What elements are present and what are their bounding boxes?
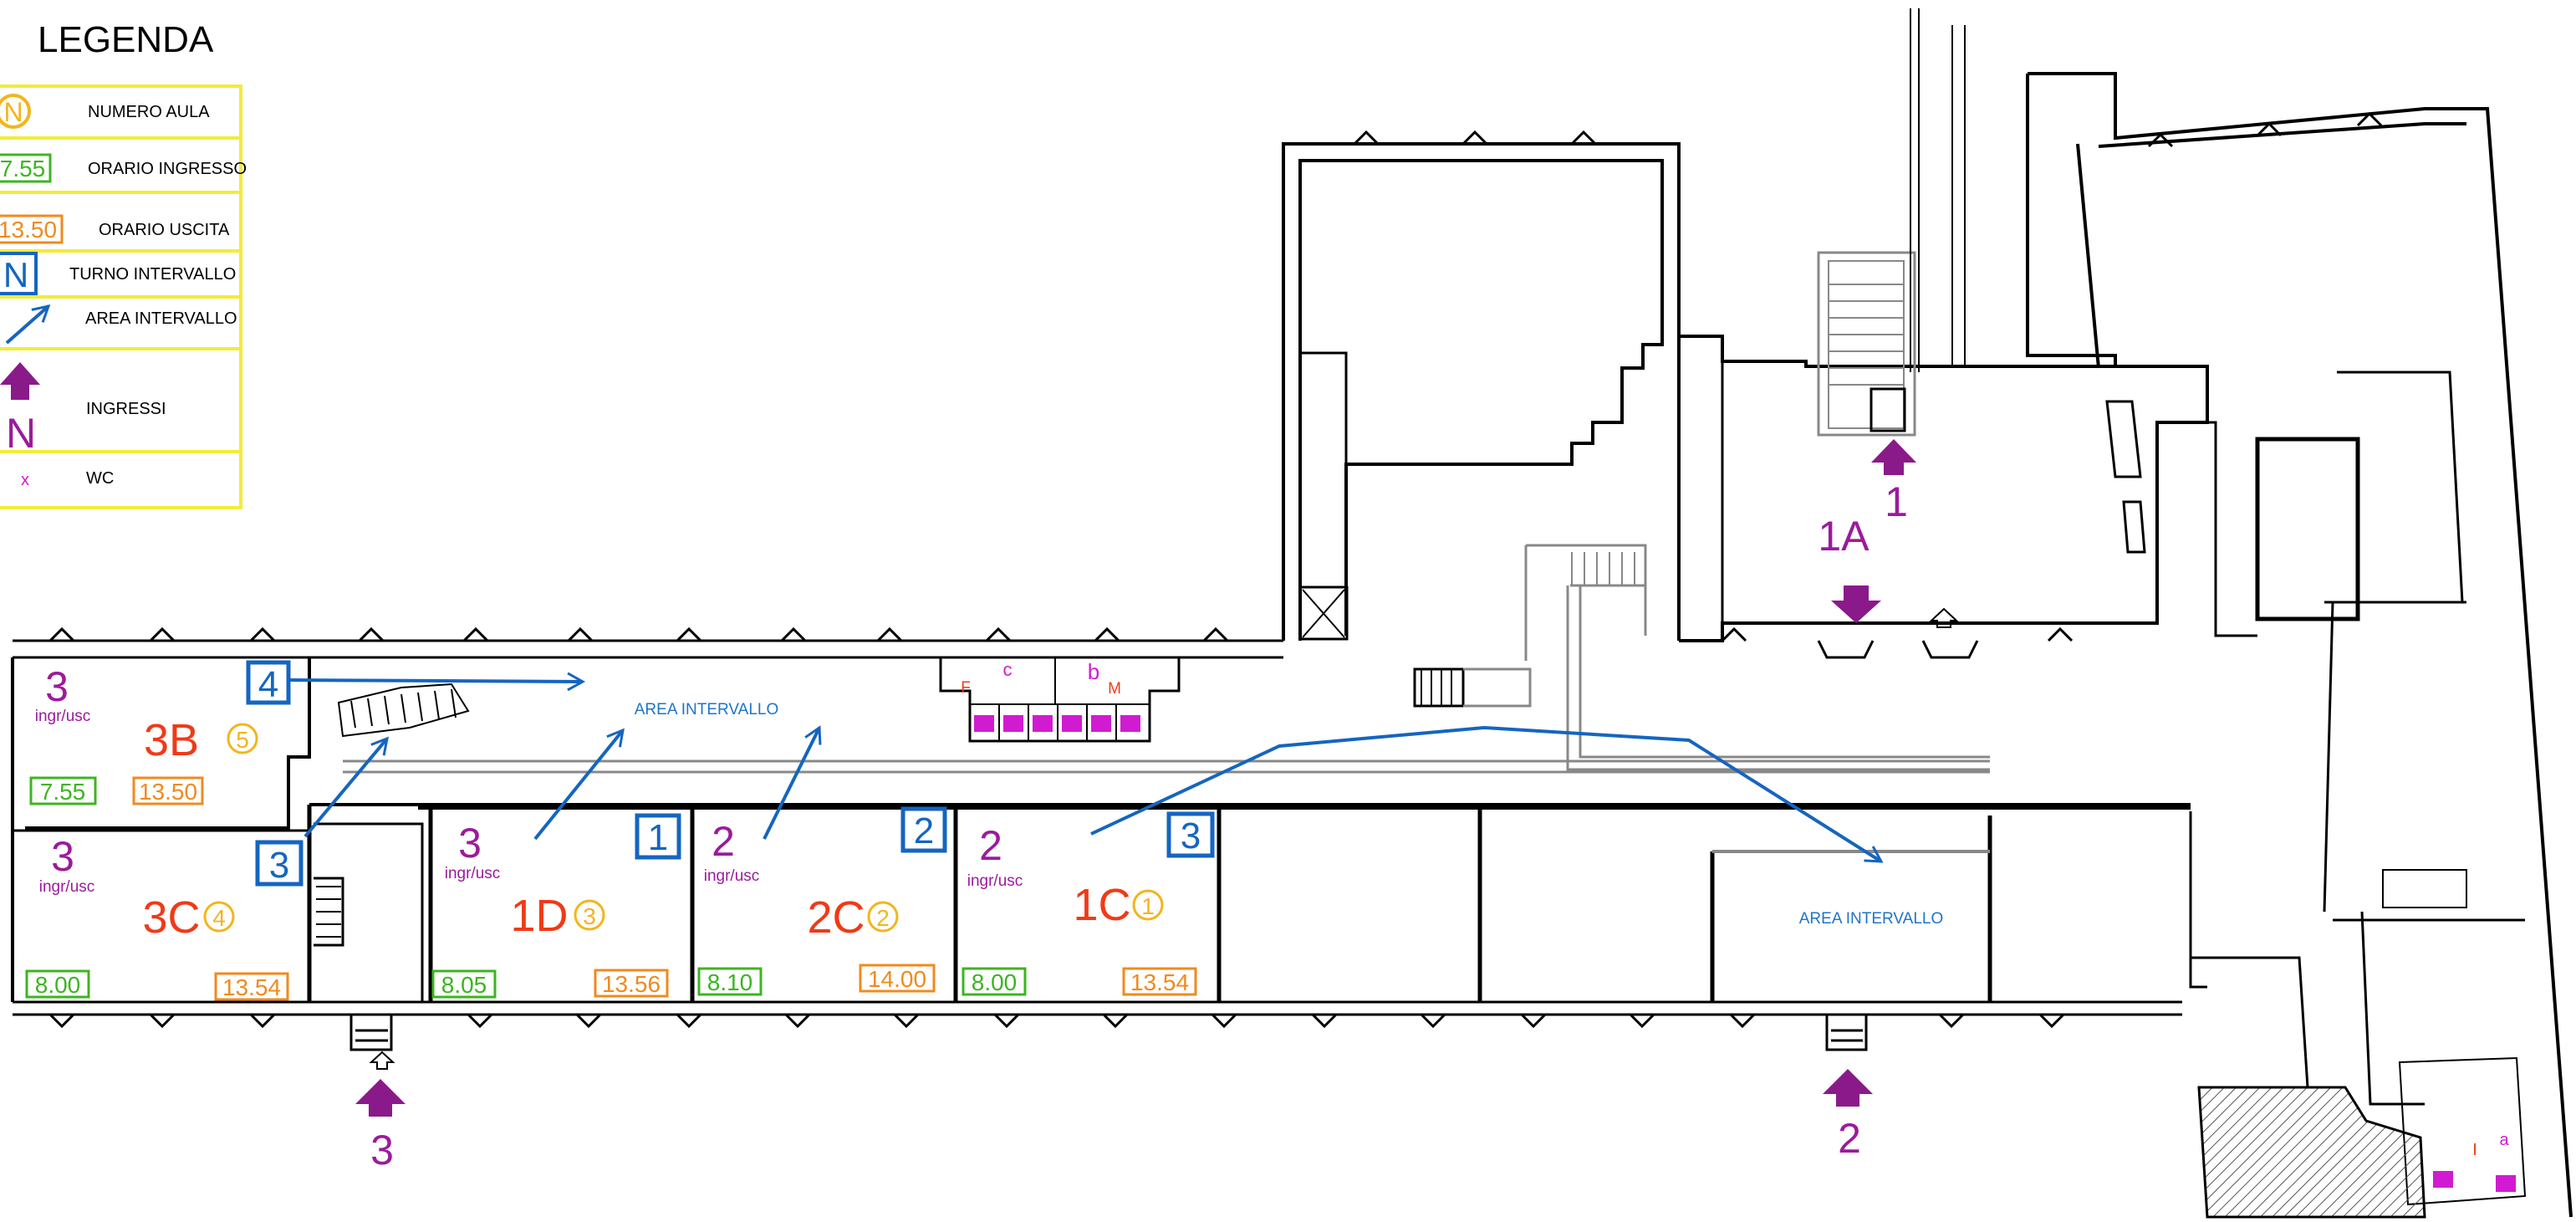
turn-box: 1 <box>648 817 668 858</box>
room-entrance-number: 3 <box>45 663 69 710</box>
wc-letter: F <box>961 679 971 697</box>
legend-arrow-icon <box>5 304 51 345</box>
break-area-label: AREA INTERVALLO <box>1799 910 1943 928</box>
entrance-arrow-icon <box>1871 439 1916 475</box>
wc-markers: c b F M I a <box>961 659 2516 1192</box>
room-time-in: 7.55 <box>40 779 86 805</box>
room-time-in: 8.00 <box>35 972 81 998</box>
room-entrance-number: 3 <box>458 820 482 867</box>
room-1C: 2 ingr/usc 1C 1 8.00 13.54 <box>962 822 1197 996</box>
room-number: 3 <box>583 903 596 929</box>
room-time-in: 8.10 <box>707 969 753 995</box>
entrance-arrow-icon <box>355 1079 406 1117</box>
wc-letter: M <box>1108 680 1121 698</box>
entrance-number: 3 <box>370 1127 394 1173</box>
entrance-number: 2 <box>1838 1115 1861 1162</box>
room-name: 3C <box>142 892 200 943</box>
room-time-out: 13.54 <box>222 974 281 1000</box>
room-1D: 3 ingr/usc 1D 3 8.05 13.56 <box>431 820 669 999</box>
legend-turn-symbol: N <box>3 255 28 294</box>
room-time-out: 13.50 <box>139 779 197 805</box>
room-entrance-number: 3 <box>51 833 74 880</box>
entrance-number: 1 <box>1885 478 1908 525</box>
wc-letter: a <box>2499 1131 2509 1149</box>
turn-box: 3 <box>269 845 289 886</box>
break-arrow <box>288 672 586 692</box>
break-area-label: AREA INTERVALLO <box>635 701 778 718</box>
window-marks <box>48 111 2383 1029</box>
entrance-arrow-icon <box>1823 1069 1873 1107</box>
legend-label-area: AREA INTERVALLO <box>85 309 237 328</box>
legend-label-wc: WC <box>86 469 114 488</box>
legend-room-number-symbol: N <box>3 97 23 127</box>
legend: LEGENDA N NUMERO AULA 7.55 ORARIO INGRES… <box>0 19 247 509</box>
exit-arrow-outline-icon <box>369 1051 395 1070</box>
room-name: 3B <box>144 715 199 765</box>
legend-exit-time-symbol: 13.50 <box>0 217 57 243</box>
break-arrow <box>1090 725 1884 863</box>
legend-title: LEGENDA <box>38 19 214 60</box>
wc-letter: c <box>1003 659 1013 680</box>
room-3B: 3 ingr/usc 3B 5 7.55 13.50 <box>29 663 258 805</box>
legend-label-entry-time: ORARIO INGRESSO <box>88 160 247 178</box>
turn-box: 3 <box>1181 816 1201 856</box>
legend-entrance-symbol: N <box>6 410 36 457</box>
legend-label-entrance: INGRESSI <box>86 400 166 418</box>
turn-box: 2 <box>914 810 934 851</box>
room-name: 1C <box>1073 880 1130 930</box>
entrances: 1 2 3 <box>355 439 1959 1173</box>
room-time-out: 13.54 <box>1130 969 1189 995</box>
room-ingr-usc: ingr/usc <box>445 865 501 882</box>
room-name: 1D <box>510 891 568 941</box>
break-arrow <box>304 736 389 838</box>
legend-label-exit-time: ORARIO USCITA <box>99 221 230 239</box>
room-entrance-number: 2 <box>979 822 1002 869</box>
room-2C: 2 ingr/usc 2C 2 8.10 14.00 <box>697 818 936 996</box>
legend-label-room-number: NUMERO AULA <box>88 103 210 121</box>
entrance-arrow-icon <box>1831 585 1881 623</box>
room-entrance-number: 2 <box>712 818 735 865</box>
room-name: 2C <box>807 892 865 943</box>
room-number: 4 <box>212 905 226 931</box>
room-ingr-usc: ingr/usc <box>704 867 760 885</box>
legend-entrance-arrow-icon <box>0 362 40 400</box>
room-ingr-usc: ingr/usc <box>39 878 95 896</box>
break-turns: 4 3 1 2 3 <box>246 660 1884 887</box>
break-arrow <box>533 728 625 841</box>
room-time-in: 8.00 <box>972 969 1018 995</box>
legend-wc-symbol: x <box>21 471 29 489</box>
wc-letter: I <box>2472 1141 2477 1159</box>
zone-label-1A: 1A <box>1818 513 1870 560</box>
room-ingr-usc: ingr/usc <box>35 708 91 725</box>
wc-letter: b <box>1088 659 1099 684</box>
room-3C: 3 ingr/usc 3C 4 8.00 13.54 <box>25 833 289 1001</box>
legend-label-turn: TURNO INTERVALLO <box>69 265 236 284</box>
room-number: 5 <box>236 727 249 753</box>
building-walls <box>11 8 2573 1219</box>
room-number: 2 <box>876 905 890 931</box>
room-time-in: 8.05 <box>441 972 487 998</box>
break-arrow <box>763 725 822 840</box>
room-time-out: 13.56 <box>602 971 661 997</box>
legend-entry-time-symbol: 7.55 <box>0 156 45 182</box>
room-number: 1 <box>1141 893 1155 919</box>
room-ingr-usc: ingr/usc <box>967 872 1023 890</box>
turn-box: 4 <box>258 664 278 705</box>
exit-arrow-outline-icon <box>1929 607 1959 628</box>
room-time-out: 14.00 <box>868 966 926 992</box>
